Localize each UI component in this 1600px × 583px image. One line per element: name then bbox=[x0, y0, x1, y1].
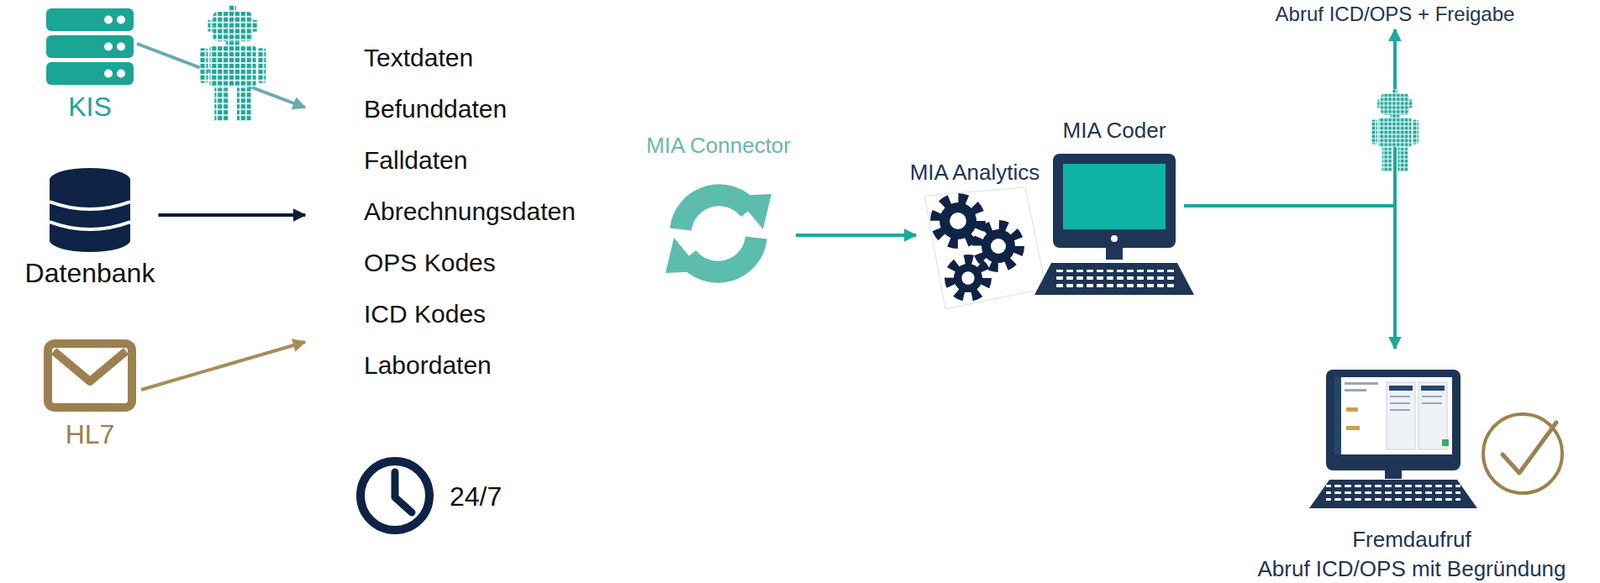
analytics-node: MIA Analytics bbox=[899, 159, 1051, 314]
node-text: MIA Analytics bbox=[910, 159, 1041, 186]
node-text: Abruf ICD/OPS + Freigabe bbox=[1275, 1, 1516, 27]
flow-arrow bbox=[1184, 29, 1395, 206]
endpoint-label-node: Abruf ICD/OPS + Freigabe bbox=[1275, 1, 1516, 27]
plain-label: 24/7 bbox=[449, 481, 502, 513]
node-text: OPS Kodes bbox=[363, 236, 496, 289]
node-text: Datenbank bbox=[25, 257, 156, 290]
node-text: Abrechnungsdaten bbox=[363, 185, 576, 237]
flow-arrow bbox=[795, 233, 916, 237]
sync-icon bbox=[655, 170, 782, 297]
node-text: Falldaten bbox=[363, 134, 468, 186]
node-text: Labordaten bbox=[363, 339, 492, 391]
server-icon bbox=[46, 8, 134, 86]
node-text: HL7 bbox=[65, 418, 116, 451]
node-text: Fremdaufruf bbox=[1352, 525, 1472, 555]
node-text: Befunddaten bbox=[363, 83, 507, 135]
client-node: FremdaufrufAbruf ICD/OPS mit Begründung bbox=[1252, 348, 1572, 583]
flow-arrow bbox=[157, 213, 306, 217]
node-text: ICD Kodes bbox=[363, 288, 486, 340]
computer-icon bbox=[1034, 153, 1195, 297]
robot-icon bbox=[1371, 89, 1419, 172]
connector-node: MIA Connector bbox=[646, 132, 791, 297]
database-icon bbox=[49, 168, 131, 253]
coder-node: MIA Coder bbox=[1034, 117, 1195, 297]
node-text: KIS bbox=[68, 90, 112, 123]
robot-icon bbox=[200, 5, 267, 122]
system-node: HL7 bbox=[43, 339, 137, 451]
node-text: MIA Connector bbox=[646, 132, 791, 159]
system-node: Datenbank bbox=[25, 168, 156, 290]
data-list: TextdatenBefunddatenFalldatenAbrechnungs… bbox=[305, 31, 576, 391]
envelope-icon bbox=[43, 339, 137, 412]
node-text: MIA Coder bbox=[1063, 117, 1167, 144]
system-node: KIS bbox=[46, 8, 134, 123]
gears-icon bbox=[899, 187, 1051, 314]
flow-arrow bbox=[141, 342, 306, 390]
flow-arrow bbox=[1184, 205, 1395, 349]
node-text: Textdaten bbox=[363, 31, 474, 84]
clock-icon bbox=[360, 461, 430, 531]
node-text: Abruf ICD/OPS mit Begründung bbox=[1257, 554, 1566, 583]
computer-check-icon bbox=[1252, 348, 1572, 526]
